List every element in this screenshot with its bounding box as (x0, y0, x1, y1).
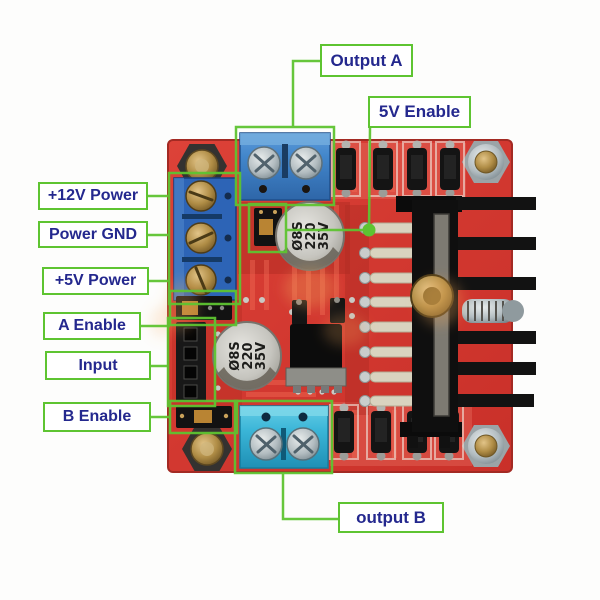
label-5v-enable: 5V Enable (368, 96, 471, 128)
label-a-enable: A Enable (43, 312, 141, 340)
capacitor-marking-line3: 35V (317, 222, 332, 250)
jumper-b-enable (176, 406, 232, 428)
label-output-b: output B (338, 502, 444, 533)
label-b-enable: B Enable (43, 402, 151, 432)
jumper-5v-enable (254, 208, 282, 246)
highlight-box-power-terminal (167, 171, 242, 306)
label-5v-power: +5V Power (42, 267, 149, 295)
highlight-box-input (166, 316, 217, 408)
annotation-dot-5v-enable (362, 223, 376, 237)
capacitor-2: Ø8S 220 35V (212, 321, 282, 391)
capacitor-marking-line1: Ø8S (228, 341, 243, 370)
label-12v-power: +12V Power (38, 182, 148, 210)
diode-array-top (331, 139, 465, 199)
annotation-line-output-a (291, 59, 320, 127)
highlight-box-a-enable (168, 289, 238, 327)
terminal-output-b (239, 405, 329, 469)
label-input: Input (45, 351, 151, 380)
input-header (176, 322, 206, 402)
terminal-output-a (239, 132, 331, 201)
annotation-line-output-b (281, 473, 338, 521)
threaded-screw (462, 299, 524, 323)
capacitor-marking-line2: 220 (241, 342, 256, 369)
capacitor-marking-line3: 35V (254, 342, 269, 370)
label-output-a: Output A (320, 44, 413, 77)
highlight-box-5v-enable (247, 202, 288, 254)
capacitor-marking-line1: Ø8S (291, 221, 306, 250)
label-power-gnd: Power GND (38, 221, 148, 248)
